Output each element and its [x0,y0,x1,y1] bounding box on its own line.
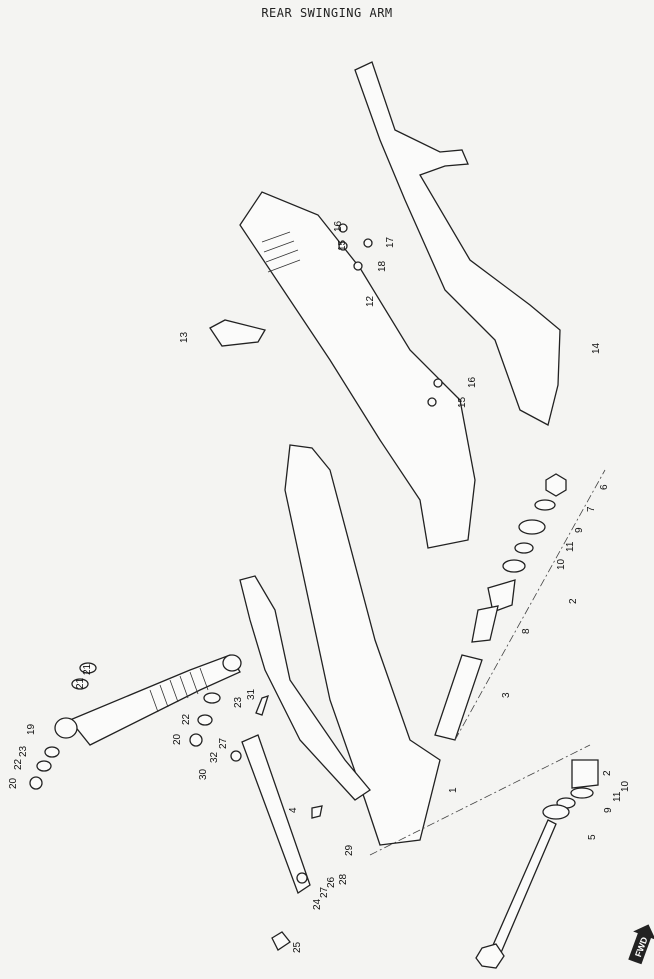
callout: 28 [338,873,349,885]
callout: 16 [333,220,344,232]
nut [296,872,308,884]
callout: 9 [574,527,585,533]
washer [534,499,556,511]
page-title: REAR SWINGING ARM [261,6,393,20]
callout: 23 [233,696,244,708]
washer [427,397,437,407]
callout: 15 [337,239,348,251]
vent-slots [261,231,301,273]
callout: 12 [365,295,376,307]
nut [29,776,43,790]
castle-nut [545,473,567,497]
washer [79,662,97,674]
torque-link [241,734,311,894]
callout: 20 [8,777,19,789]
grease-nipple [311,805,323,819]
bolt [363,238,373,248]
callout: 32 [209,751,220,763]
callout: 2 [568,598,579,604]
callout: 10 [556,558,567,570]
callout: 17 [385,236,396,248]
swing-arm-branch [239,575,371,801]
spring [149,667,209,713]
callout: 20 [172,733,183,745]
washer [514,542,534,554]
callout: 8 [521,628,532,634]
callout: 7 [586,506,597,512]
bushing [487,579,516,613]
callout: 22 [181,713,192,725]
callout: 4 [288,807,299,813]
callout: 16 [467,376,478,388]
callout: 24 [312,898,323,910]
callout: 19 [26,723,37,735]
bolt [271,931,291,951]
callout: 9 [603,807,614,813]
callout: 26 [326,876,337,888]
washer [36,760,52,772]
axis-line [369,744,591,856]
callouts: 1 2 2 3 4 5 6 7 8 9 9 10 10 11 11 12 13 … [8,220,631,953]
callout: 6 [599,484,610,490]
axis-line [454,469,606,741]
bolt [338,223,348,233]
callout: 31 [246,688,257,700]
shock-eye [54,717,78,739]
callout: 11 [565,541,576,552]
bolt [433,378,443,388]
callout: 13 [179,331,190,343]
shock-eye [222,654,242,672]
callout: 15 [457,396,468,408]
o-ring [570,787,594,799]
callout: 25 [292,941,303,953]
pivot-bolt [489,819,557,956]
callout: 5 [587,834,598,840]
chain-case-lower [239,191,476,549]
pivot-bolt-head [475,943,505,969]
callout: 2 [602,770,613,776]
callout: 21 [82,663,93,675]
swing-arm [284,444,441,846]
chain-case-upper [354,61,561,426]
callout: 27 [218,737,229,749]
fwd-arrow: FWD [628,924,654,965]
washer [71,678,89,690]
dust-seal [518,519,546,535]
callout: 21 [75,677,86,689]
callout: 10 [620,780,631,792]
callout: 30 [198,768,209,780]
callout: 14 [591,342,602,354]
callout: 29 [344,844,355,856]
nut [189,733,203,747]
nut [230,750,242,762]
callout: 27 [319,886,330,898]
callout: 11 [612,791,623,802]
callout: 18 [377,260,388,272]
callout: 3 [501,692,512,698]
bracket [209,319,266,347]
washer [197,714,213,726]
bolt [255,694,270,716]
pivot-tube [434,654,483,741]
bushing [571,759,599,789]
spacer [471,605,499,643]
callout: 1 [448,787,459,793]
shock-absorber [68,654,241,746]
o-ring [502,559,526,573]
washer [338,241,348,251]
washer [203,692,221,704]
washer [44,746,60,758]
callout: 23 [18,745,29,757]
nut [353,261,363,271]
callout: 22 [13,758,24,770]
dust-seal [542,804,570,820]
